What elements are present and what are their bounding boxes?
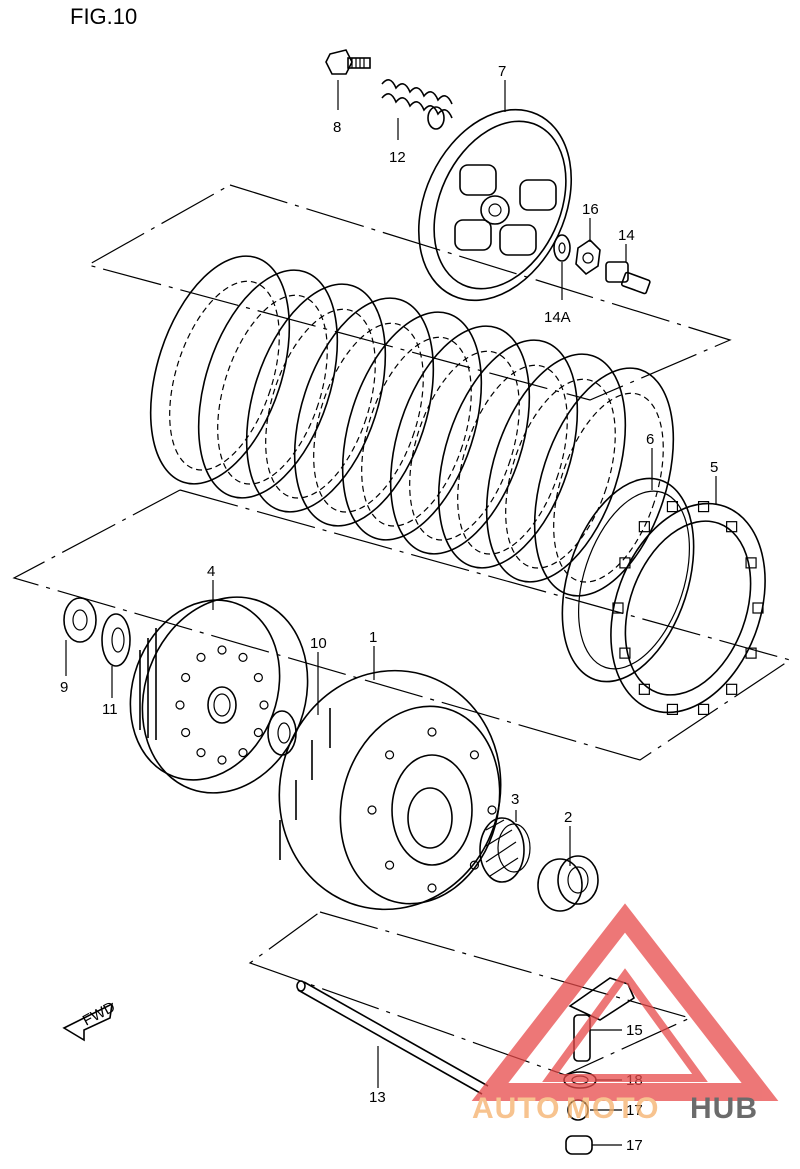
callout-11: 11	[102, 701, 118, 718]
washer-14a	[553, 234, 571, 262]
callout-labels: 7 8 12 16 14 14A 6 5 4 10 1 9 11 3 2 15 …	[60, 63, 718, 1154]
clutch-plate	[245, 283, 387, 513]
figure-title: FIG.10	[70, 4, 138, 29]
needle-bearing-3	[479, 817, 531, 883]
nut-16	[575, 238, 601, 276]
assembly-outline-middle	[12, 489, 792, 761]
callout-17-lower: 17	[626, 1137, 643, 1154]
pressure-plate	[417, 108, 573, 302]
clutch-plate	[197, 269, 339, 499]
watermark-auto: AUTO	[472, 1092, 560, 1125]
spring-12	[381, 79, 453, 130]
lock-washer-11	[101, 613, 131, 667]
watermark-hub: HUB	[690, 1092, 758, 1125]
clutch-plate	[485, 353, 627, 583]
clutch-plate	[341, 311, 483, 541]
callout-15: 15	[626, 1022, 643, 1039]
bolt-14	[605, 261, 651, 295]
callout-17-upper: 17	[626, 1102, 643, 1119]
callout-13: 13	[369, 1089, 386, 1106]
callout-5: 5	[710, 459, 718, 476]
clutch-plate	[389, 325, 531, 555]
driven-plate-6	[561, 477, 695, 683]
clutch-sleeve-hub-4	[129, 596, 309, 794]
clutch-plate	[437, 339, 579, 569]
callout-14a: 14A	[544, 309, 571, 326]
callout-12: 12	[389, 149, 406, 166]
spacer-2	[537, 855, 599, 912]
thrust-washer-10	[267, 710, 297, 756]
callout-14: 14	[618, 227, 635, 244]
bolt-8	[325, 49, 371, 75]
drive-plate-5	[610, 501, 766, 715]
push-rod-13	[296, 980, 489, 1095]
callout-2: 2	[564, 809, 572, 826]
watermark-logo: AUTO MOTO HUB	[471, 903, 779, 1125]
callout-1: 1	[369, 629, 377, 646]
clutch-plate-stack	[149, 255, 675, 597]
callout-4: 4	[207, 563, 215, 580]
assembly-outline-upper	[86, 184, 732, 401]
clutch-plate	[149, 255, 291, 485]
assembly-outline-lower	[248, 911, 692, 1076]
callout-16: 16	[582, 201, 599, 218]
callout-8: 8	[333, 119, 341, 136]
callout-3: 3	[511, 791, 519, 808]
callout-10: 10	[310, 635, 327, 652]
callout-9: 9	[60, 679, 68, 696]
bearing-17-lower	[565, 1135, 593, 1155]
clutch-plate	[293, 297, 435, 527]
callout-6: 6	[646, 431, 654, 448]
clutch-housing-1	[278, 669, 502, 911]
callout-7: 7	[498, 63, 506, 80]
fwd-arrow-icon: FWD	[62, 998, 118, 1042]
fwd-label: FWD	[80, 998, 118, 1029]
nut-9	[63, 597, 97, 643]
clutch-plate	[533, 367, 675, 597]
watermark-moto: MOTO	[566, 1092, 659, 1125]
